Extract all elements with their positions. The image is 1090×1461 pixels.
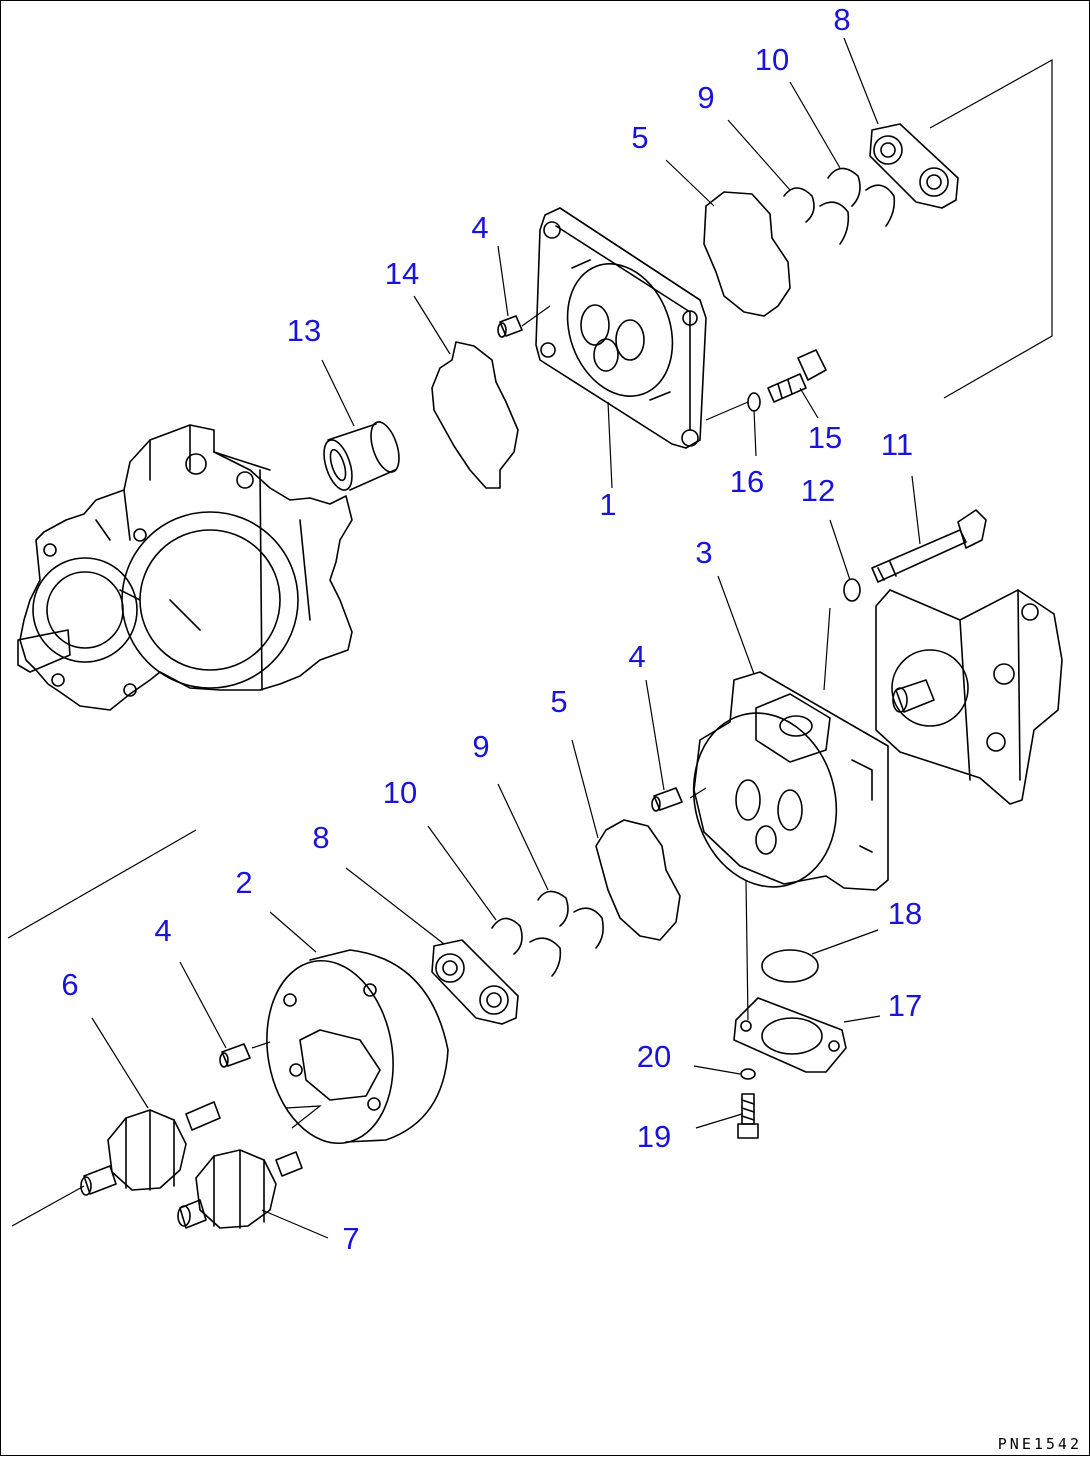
backup-ring-10-top	[827, 167, 896, 227]
callout-5: 5	[631, 120, 648, 155]
callout-20: 20	[637, 1039, 671, 1074]
callout-8: 8	[833, 2, 850, 37]
callout-19: 19	[637, 1119, 671, 1154]
callout-10: 10	[755, 42, 789, 77]
callout-7: 7	[342, 1221, 359, 1256]
plate-8-top	[869, 123, 959, 209]
backup-ring-10-bottom	[491, 917, 562, 977]
main-pump-body	[17, 424, 353, 711]
callout-9: 9	[697, 80, 714, 115]
washer-20	[740, 1068, 756, 1080]
callout-labels: 8 10 9 5 4 14 13 15 16 1 11 12 3 4 5 9 1…	[61, 2, 922, 1256]
driven-gear-7	[177, 1149, 303, 1229]
callout-10: 10	[383, 775, 417, 810]
gear-case-2	[266, 949, 449, 1145]
seal-9-top	[783, 187, 850, 245]
drive-unit	[875, 589, 1063, 805]
gasket-5-bottom	[595, 819, 681, 941]
bolt-11	[871, 509, 987, 583]
callout-9: 9	[472, 729, 489, 764]
callout-2: 2	[235, 865, 252, 900]
callout-14: 14	[385, 256, 419, 291]
callout-4: 4	[471, 210, 488, 245]
dowel-pin-4-mid	[651, 787, 683, 812]
callout-18: 18	[888, 896, 922, 931]
dowel-pin-4-top	[497, 315, 523, 338]
callout-1: 1	[599, 487, 616, 522]
callout-11: 11	[881, 427, 913, 462]
dowel-pin-4-bottom	[219, 1043, 251, 1068]
seal-9-bottom	[537, 890, 604, 949]
pump-body-3	[692, 671, 889, 891]
gasket-14	[431, 341, 519, 489]
callout-5: 5	[550, 684, 567, 719]
callout-3: 3	[695, 535, 712, 570]
gasket-5-top	[703, 191, 791, 317]
callout-6: 6	[61, 967, 78, 1002]
callout-8: 8	[312, 820, 329, 855]
callout-15: 15	[808, 420, 842, 455]
callout-4: 4	[154, 913, 171, 948]
bolt-15	[767, 349, 827, 403]
callout-12: 12	[801, 473, 835, 508]
callout-4: 4	[628, 639, 645, 674]
flange-17	[733, 997, 847, 1073]
o-ring-18	[761, 949, 819, 983]
assembly-lines	[7, 58, 1053, 1227]
leader-lines	[91, 37, 921, 1239]
plate-8-bottom	[431, 939, 519, 1025]
washer-12	[843, 578, 861, 602]
cover-1	[535, 207, 707, 449]
bushing-13	[323, 421, 400, 491]
drawing-code: PNE1542	[998, 1435, 1082, 1453]
drive-gear-6	[80, 1101, 221, 1196]
callout-16: 16	[730, 464, 764, 499]
callout-17: 17	[888, 988, 922, 1023]
callout-13: 13	[287, 313, 321, 348]
